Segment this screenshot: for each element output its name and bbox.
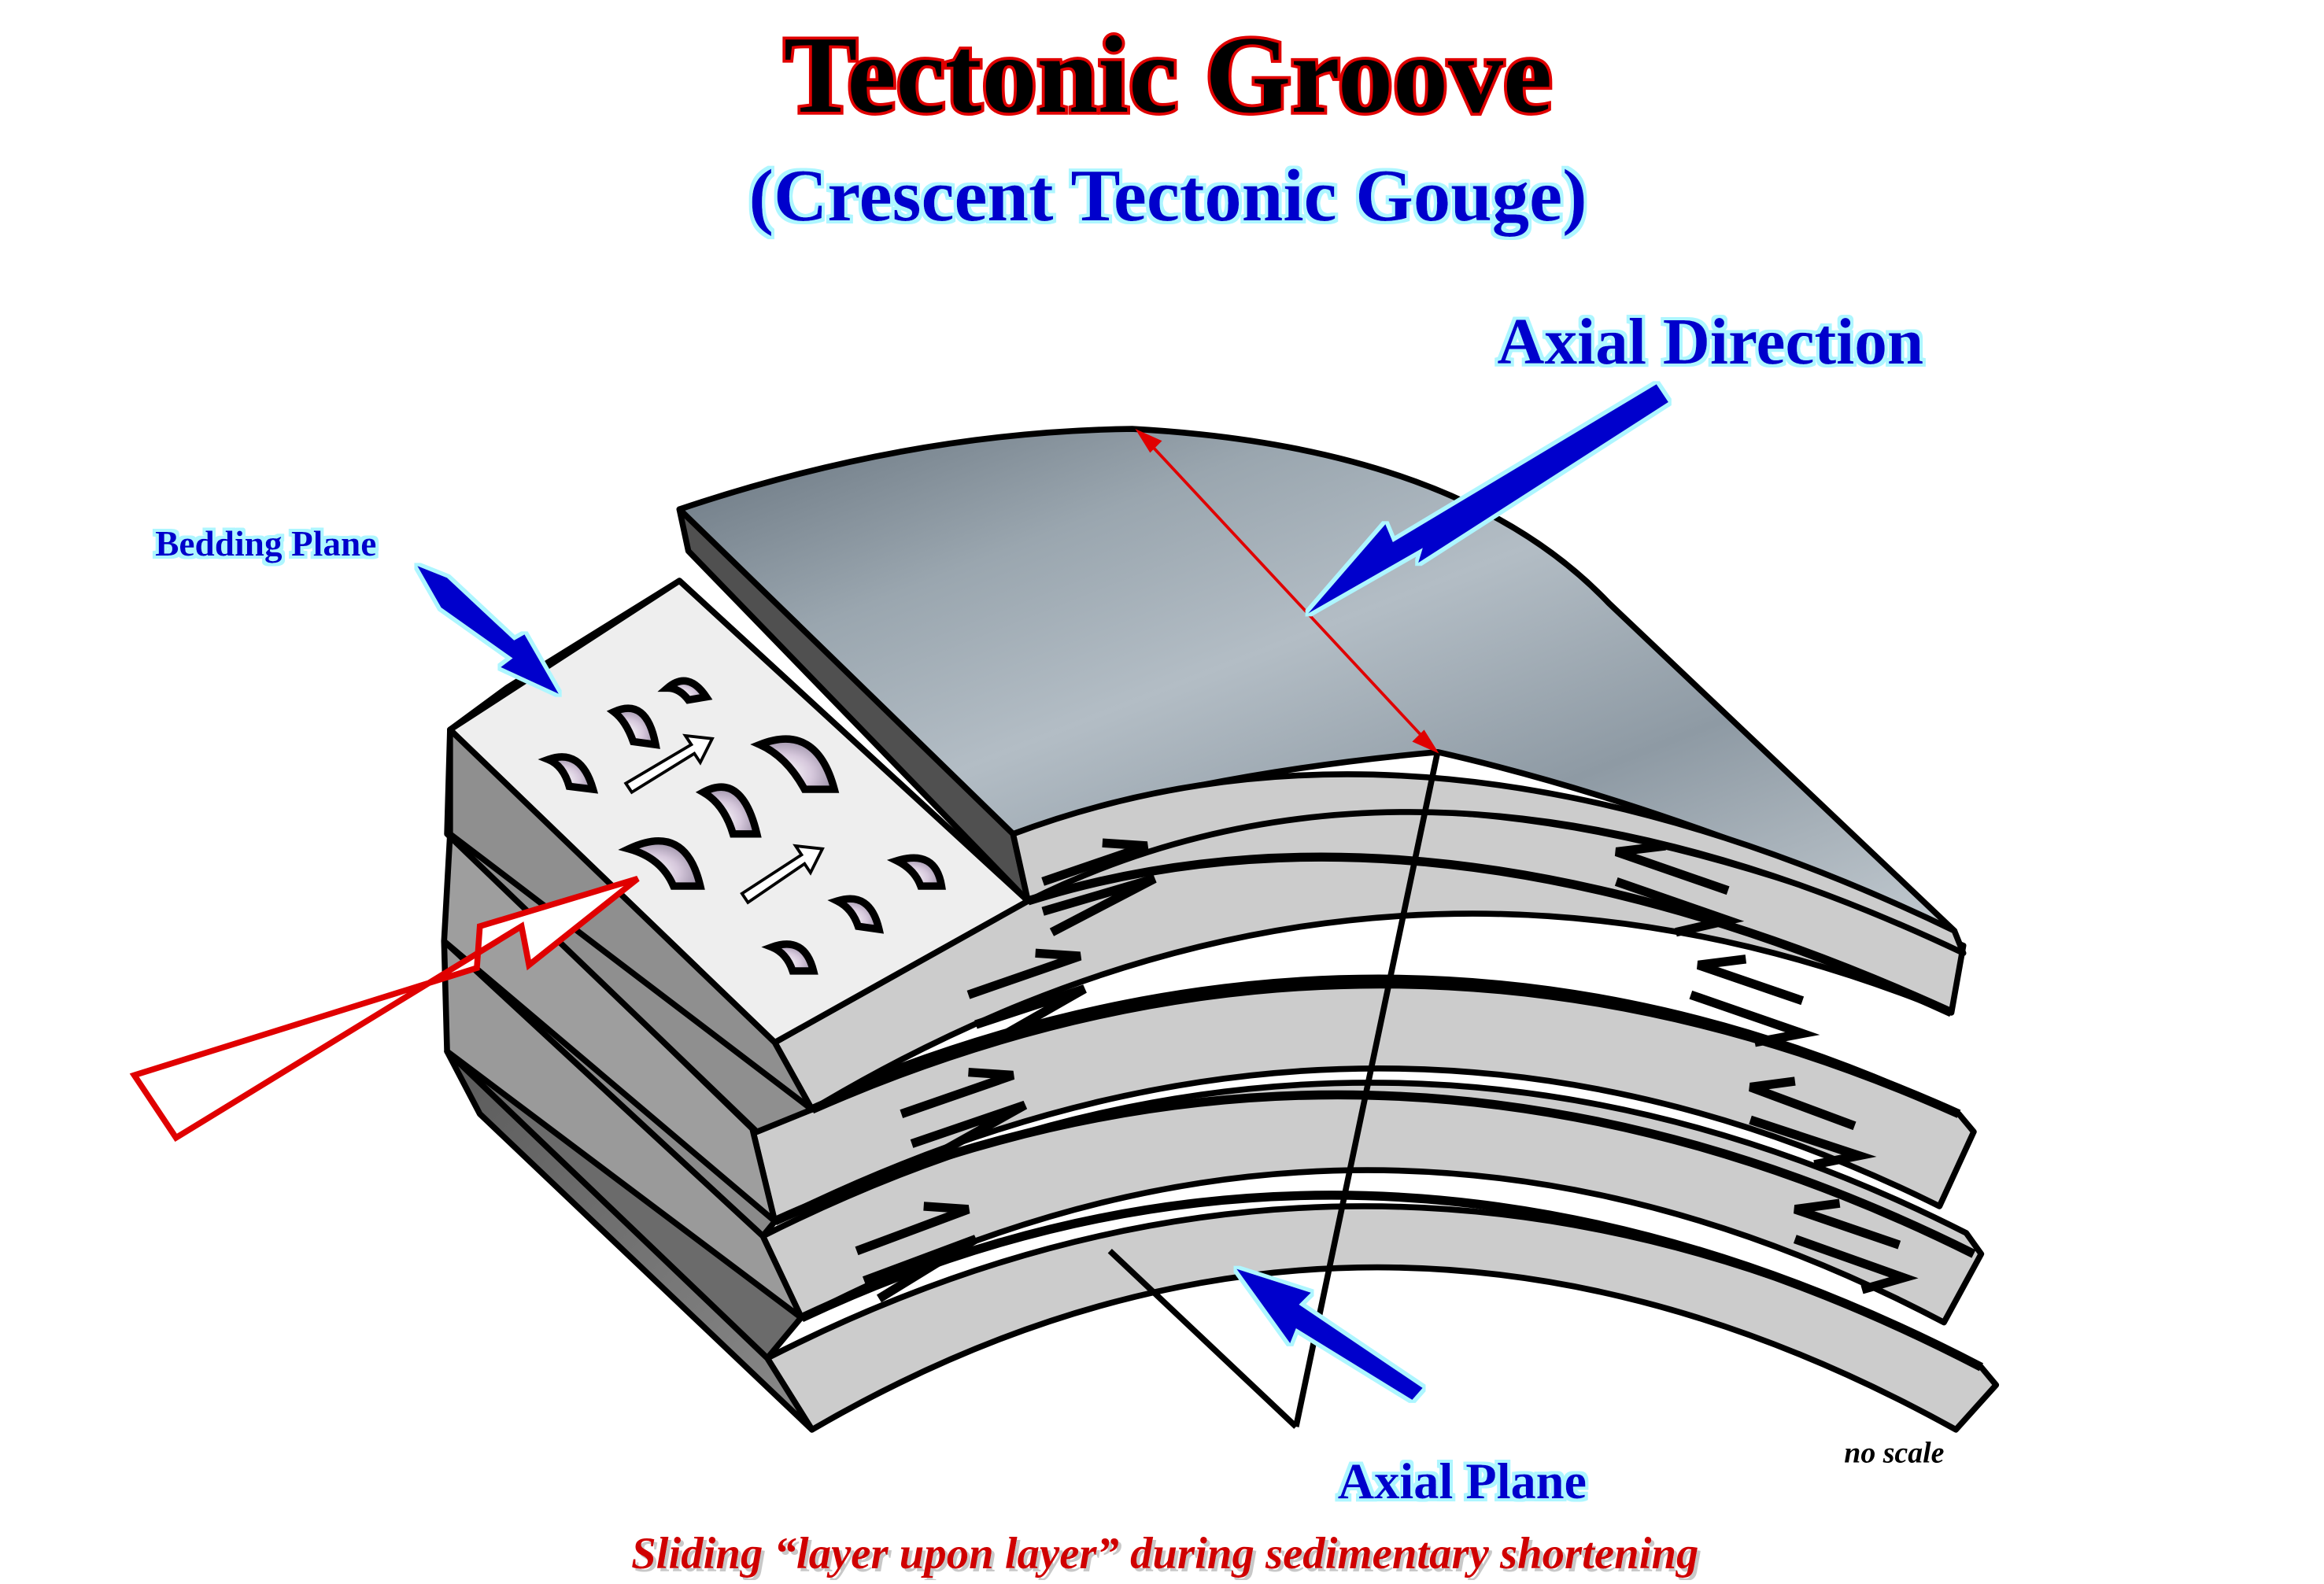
axial-direction-label: Axial Direction bbox=[1497, 306, 1923, 378]
axial-plane-label: Axial Plane bbox=[1338, 1453, 1587, 1509]
axial-direction-pointer bbox=[1307, 384, 1668, 614]
page-title: Tectonic Groove bbox=[784, 14, 1552, 136]
page-subtitle: (Crescent Tectonic Gouge) bbox=[749, 155, 1587, 237]
slip-direction-arrows bbox=[623, 733, 825, 905]
red-axis-arrow bbox=[1135, 429, 1439, 754]
no-scale-label: no scale bbox=[1844, 1436, 1944, 1469]
layer-boundaries bbox=[773, 852, 1984, 1372]
crescent-grooves bbox=[538, 677, 946, 975]
blue-pointer-arrows bbox=[417, 384, 1668, 1401]
axial-plane-trace bbox=[1107, 751, 1441, 1429]
shortening-arrow bbox=[129, 875, 640, 1143]
caption: Sliding “layer upon layer” during sedime… bbox=[631, 1529, 1698, 1578]
shear-sense-arrows bbox=[855, 838, 1919, 1303]
bedding-plane-label: Bedding Plane bbox=[155, 524, 376, 563]
bedding-plane-pointer bbox=[417, 566, 560, 694]
axial-plane-pointer bbox=[1236, 1268, 1423, 1401]
